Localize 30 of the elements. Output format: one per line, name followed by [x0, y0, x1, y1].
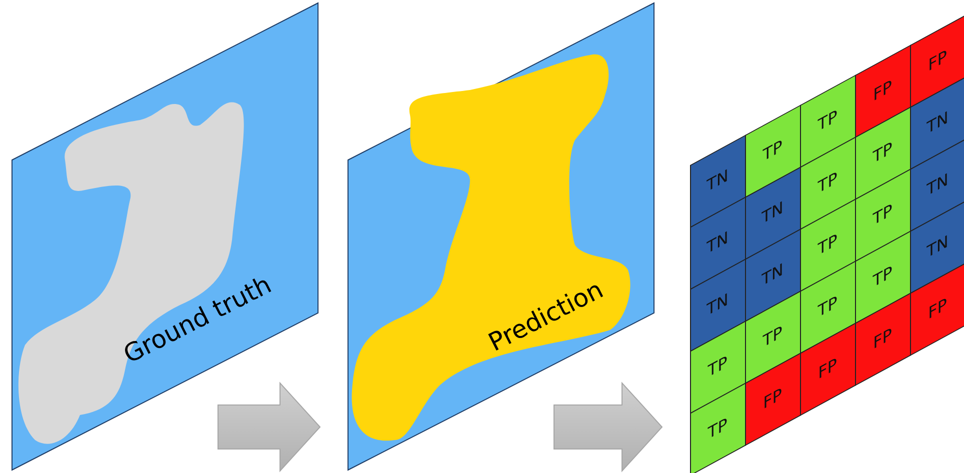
- cell-label: FP: [928, 294, 947, 324]
- block-arrow: [554, 382, 663, 472]
- cell-label: TP: [872, 262, 892, 292]
- cell-label: FP: [873, 76, 892, 106]
- cell-label: TN: [926, 170, 948, 200]
- cell-label: TN: [762, 198, 784, 228]
- confusion-grid: [690, 15, 964, 473]
- image-panel-drawing: [348, 2, 654, 471]
- cell-label: TN: [762, 260, 784, 290]
- cell-label: TP: [872, 200, 892, 230]
- cell-label: TP: [818, 230, 838, 260]
- cell-label: TN: [706, 228, 728, 258]
- cell-label: TP: [708, 414, 728, 444]
- cell-label: TN: [926, 232, 948, 262]
- cell-label: TP: [818, 168, 838, 198]
- cell-label: TP: [762, 136, 782, 166]
- cell-label: TN: [926, 108, 948, 138]
- cell-label: TN: [706, 290, 728, 320]
- cell-label: FP: [818, 354, 837, 384]
- cell-label: FP: [873, 324, 892, 354]
- cell-label: TP: [818, 292, 838, 322]
- cell-label: TP: [708, 352, 728, 382]
- cell-label: TP: [872, 138, 892, 168]
- cell-label: FP: [928, 46, 947, 76]
- cell-label: TP: [762, 322, 782, 352]
- block-arrow: [218, 382, 321, 472]
- cell-label: TN: [706, 166, 728, 196]
- image-panel-drawing: [12, 2, 318, 471]
- cell-label: FP: [763, 384, 782, 414]
- cell-label: TP: [818, 106, 838, 136]
